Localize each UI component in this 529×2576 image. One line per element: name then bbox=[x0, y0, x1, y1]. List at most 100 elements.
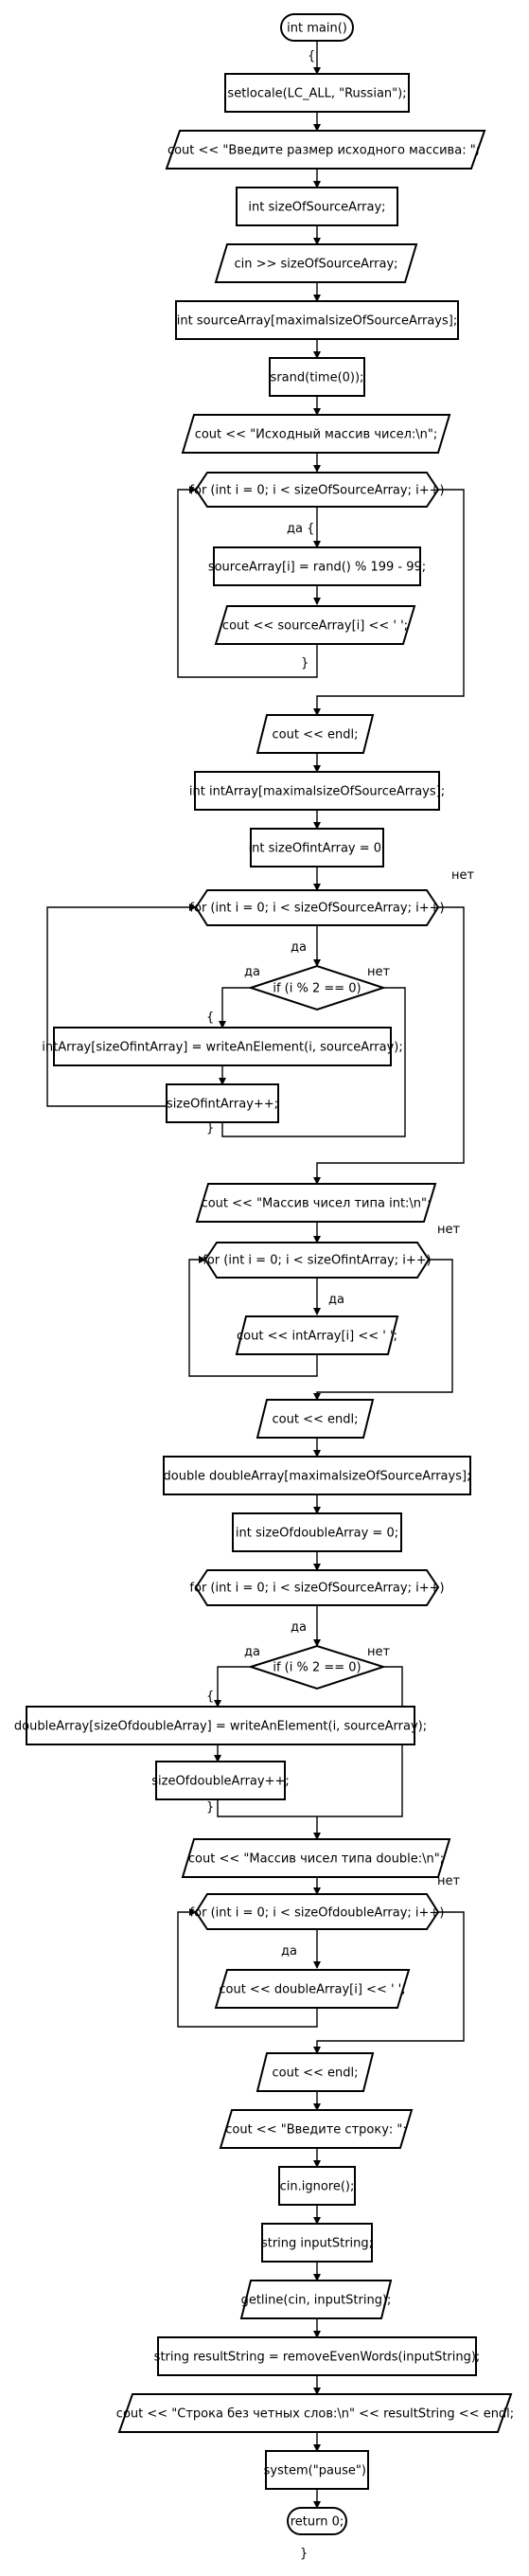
label-if2: if (i % 2 == 0) bbox=[273, 1661, 361, 1675]
label-cout-enter-string: cout << "Введите строку: "; bbox=[225, 2123, 407, 2138]
label-system-pause: system("pause"); bbox=[264, 2464, 371, 2478]
label-endl3: cout << endl; bbox=[273, 2066, 359, 2081]
node-cin-ignore: cin.ignore(); bbox=[278, 2166, 356, 2206]
label-start: int main() bbox=[287, 22, 347, 36]
if1-brace-open: { bbox=[206, 1011, 214, 1025]
node-cout-result: cout << "Строка без четных слов:\n" << r… bbox=[116, 2393, 514, 2433]
label-for4: for (int i = 0; i < sizeOfSourceArray; i… bbox=[189, 1582, 444, 1596]
label-for2: for (int i = 0; i < sizeOfSourceArray; i… bbox=[189, 902, 444, 916]
node-if1: if (i % 2 == 0) bbox=[247, 964, 387, 1011]
node-if2: if (i % 2 == 0) bbox=[247, 1644, 387, 1690]
label-if2-no: нет bbox=[367, 1645, 390, 1659]
node-endl1: cout << endl; bbox=[256, 714, 375, 754]
label-cout-double-el: cout << doubleArray[i] << ' '; bbox=[219, 1983, 405, 1997]
label-for1: for (int i = 0; i < sizeOfSourceArray; i… bbox=[189, 484, 444, 498]
node-getline: getline(cin, inputString); bbox=[239, 2280, 393, 2319]
label-cout-source: cout << "Исходный массив чисел:\n"; bbox=[195, 428, 438, 442]
label-cout-int-title: cout << "Массив чисел типа int:\n"; bbox=[202, 1197, 432, 1211]
brace-open: { bbox=[308, 49, 315, 63]
node-decl-int: int intArray[maximalsizeOfSourceArrays]; bbox=[189, 771, 445, 811]
label-decl-double: double doubleArray[maximalsizeOfSourceAr… bbox=[164, 1470, 471, 1484]
node-endl2: cout << endl; bbox=[256, 1399, 375, 1439]
node-for4: for (int i = 0; i < sizeOfSourceArray; i… bbox=[189, 1569, 445, 1606]
node-cin-size: cin >> sizeOfSourceArray; bbox=[214, 243, 418, 283]
node-start: int main() bbox=[280, 13, 354, 42]
node-cout-double-title: cout << "Массив чисел типа double:\n"; bbox=[181, 1838, 451, 1878]
label-decl-input: string inputString; bbox=[261, 2237, 373, 2251]
node-inc-int: sizeOfintArray++; bbox=[166, 1083, 279, 1123]
label-assign-rand: sourceArray[i] = rand() % 199 - 99; bbox=[208, 561, 426, 575]
node-cout-size: cout << "Введите размер исходного массив… bbox=[165, 130, 486, 170]
label-setlocale: setlocale(LC_ALL, "Russian"); bbox=[227, 87, 406, 101]
if2-brace-close: } bbox=[206, 1800, 214, 1815]
label-srand: srand(time(0)); bbox=[271, 371, 364, 385]
label-cout-result: cout << "Строка без четных слов:\n" << r… bbox=[116, 2407, 514, 2422]
for1-brace-close: } bbox=[301, 656, 309, 671]
label-if1: if (i % 2 == 0) bbox=[273, 982, 361, 996]
label-cin-size: cin >> sizeOfSourceArray; bbox=[234, 258, 397, 272]
label-decl-result: string resultString = removeEvenWords(in… bbox=[154, 2351, 481, 2365]
if2-brace-open: { bbox=[206, 1690, 214, 1704]
label-cout-source-el: cout << sourceArray[i] << ' '; bbox=[222, 619, 408, 634]
label-inc-double: sizeOfdoubleArray++; bbox=[151, 1775, 290, 1789]
label-endl2: cout << endl; bbox=[273, 1413, 359, 1427]
label-if1-no: нет bbox=[367, 965, 390, 979]
label-return: return 0; bbox=[291, 2515, 344, 2530]
node-endl3: cout << endl; bbox=[256, 2052, 375, 2092]
node-cout-enter-string: cout << "Введите строку: "; bbox=[219, 2109, 414, 2149]
node-for3: for (int i = 0; i < sizeOfintArray; i++) bbox=[203, 1242, 432, 1279]
node-return: return 0; bbox=[287, 2507, 347, 2535]
node-for5: for (int i = 0; i < sizeOfdoubleArray; i… bbox=[190, 1893, 445, 1930]
node-decl-sizeint: int sizeOfintArray = 0; bbox=[249, 828, 386, 868]
node-assign-double: doubleArray[sizeOfdoubleArray] = writeAn… bbox=[14, 1706, 427, 1745]
node-decl-input: string inputString; bbox=[261, 2223, 373, 2263]
node-decl-result: string resultString = removeEvenWords(in… bbox=[154, 2336, 481, 2376]
label-if2-yes: да bbox=[244, 1645, 260, 1659]
node-decl-source: int sourceArray[maximalsizeOfSourceArray… bbox=[175, 300, 459, 340]
node-setlocale: setlocale(LC_ALL, "Russian"); bbox=[224, 73, 410, 113]
node-for1: for (int i = 0; i < sizeOfSourceArray; i… bbox=[189, 472, 445, 508]
node-cout-int-el: cout << intArray[i] << ' '; bbox=[235, 1315, 399, 1355]
node-for2: for (int i = 0; i < sizeOfSourceArray; i… bbox=[189, 889, 445, 926]
if1-brace-close: } bbox=[206, 1121, 214, 1136]
node-inc-double: sizeOfdoubleArray++; bbox=[151, 1761, 290, 1800]
node-cout-source-el: cout << sourceArray[i] << ' '; bbox=[214, 605, 416, 645]
label-decl-source: int sourceArray[maximalsizeOfSourceArray… bbox=[177, 314, 457, 329]
label-cout-double-title: cout << "Массив чисел типа double:\n"; bbox=[188, 1852, 444, 1867]
node-cout-source: cout << "Исходный массив чисел:\n"; bbox=[181, 414, 451, 454]
label-cout-size: cout << "Введите размер исходного массив… bbox=[168, 144, 480, 158]
label-decl-int: int intArray[maximalsizeOfSourceArrays]; bbox=[189, 785, 445, 799]
label-inc-int: sizeOfintArray++; bbox=[167, 1098, 278, 1112]
label-getline: getline(cin, inputString); bbox=[241, 2294, 392, 2308]
label-decl-sizeint: int sizeOfintArray = 0; bbox=[249, 842, 386, 856]
label-for5-no: нет bbox=[437, 1874, 460, 1888]
node-system-pause: system("pause"); bbox=[264, 2450, 371, 2490]
node-assign-int: intArray[sizeOfintArray] = writeAnElemen… bbox=[42, 1027, 403, 1066]
label-assign-int: intArray[sizeOfintArray] = writeAnElemen… bbox=[42, 1041, 402, 1055]
label-for2-no: нет bbox=[451, 868, 474, 883]
label-assign-double: doubleArray[sizeOfdoubleArray] = writeAn… bbox=[14, 1720, 427, 1734]
label-if1-yes: да bbox=[244, 965, 260, 979]
label-for1-yes: да { bbox=[287, 522, 314, 536]
label-endl1: cout << endl; bbox=[273, 728, 359, 742]
connectors bbox=[46, 41, 465, 2509]
node-decl-double: double doubleArray[maximalsizeOfSourceAr… bbox=[163, 1456, 471, 1495]
node-cout-int-title: cout << "Массив чисел типа int:\n"; bbox=[195, 1183, 437, 1223]
label-for3-no: нет bbox=[437, 1223, 460, 1237]
label-for2-yes: да bbox=[291, 940, 307, 955]
node-decl-size: int sizeOfSourceArray; bbox=[236, 187, 398, 226]
label-cout-int-el: cout << intArray[i] << ' '; bbox=[237, 1330, 397, 1344]
node-cout-double-el: cout << doubleArray[i] << ' '; bbox=[214, 1969, 411, 2009]
node-assign-rand: sourceArray[i] = rand() % 199 - 99; bbox=[208, 546, 426, 586]
label-for5: for (int i = 0; i < sizeOfdoubleArray; i… bbox=[190, 1906, 445, 1921]
node-decl-sizedouble: int sizeOfdoubleArray = 0; bbox=[232, 1512, 402, 1552]
label-decl-size: int sizeOfSourceArray; bbox=[248, 201, 385, 215]
label-for4-yes: да bbox=[291, 1620, 307, 1635]
node-srand: srand(time(0)); bbox=[269, 357, 365, 397]
label-decl-sizedouble: int sizeOfdoubleArray = 0; bbox=[236, 1527, 398, 1541]
label-for5-yes: да bbox=[281, 1944, 297, 1959]
label-cin-ignore: cin.ignore(); bbox=[280, 2180, 355, 2194]
label-for3: for (int i = 0; i < sizeOfintArray; i++) bbox=[203, 1254, 431, 1268]
label-for3-yes: да bbox=[328, 1293, 344, 1307]
